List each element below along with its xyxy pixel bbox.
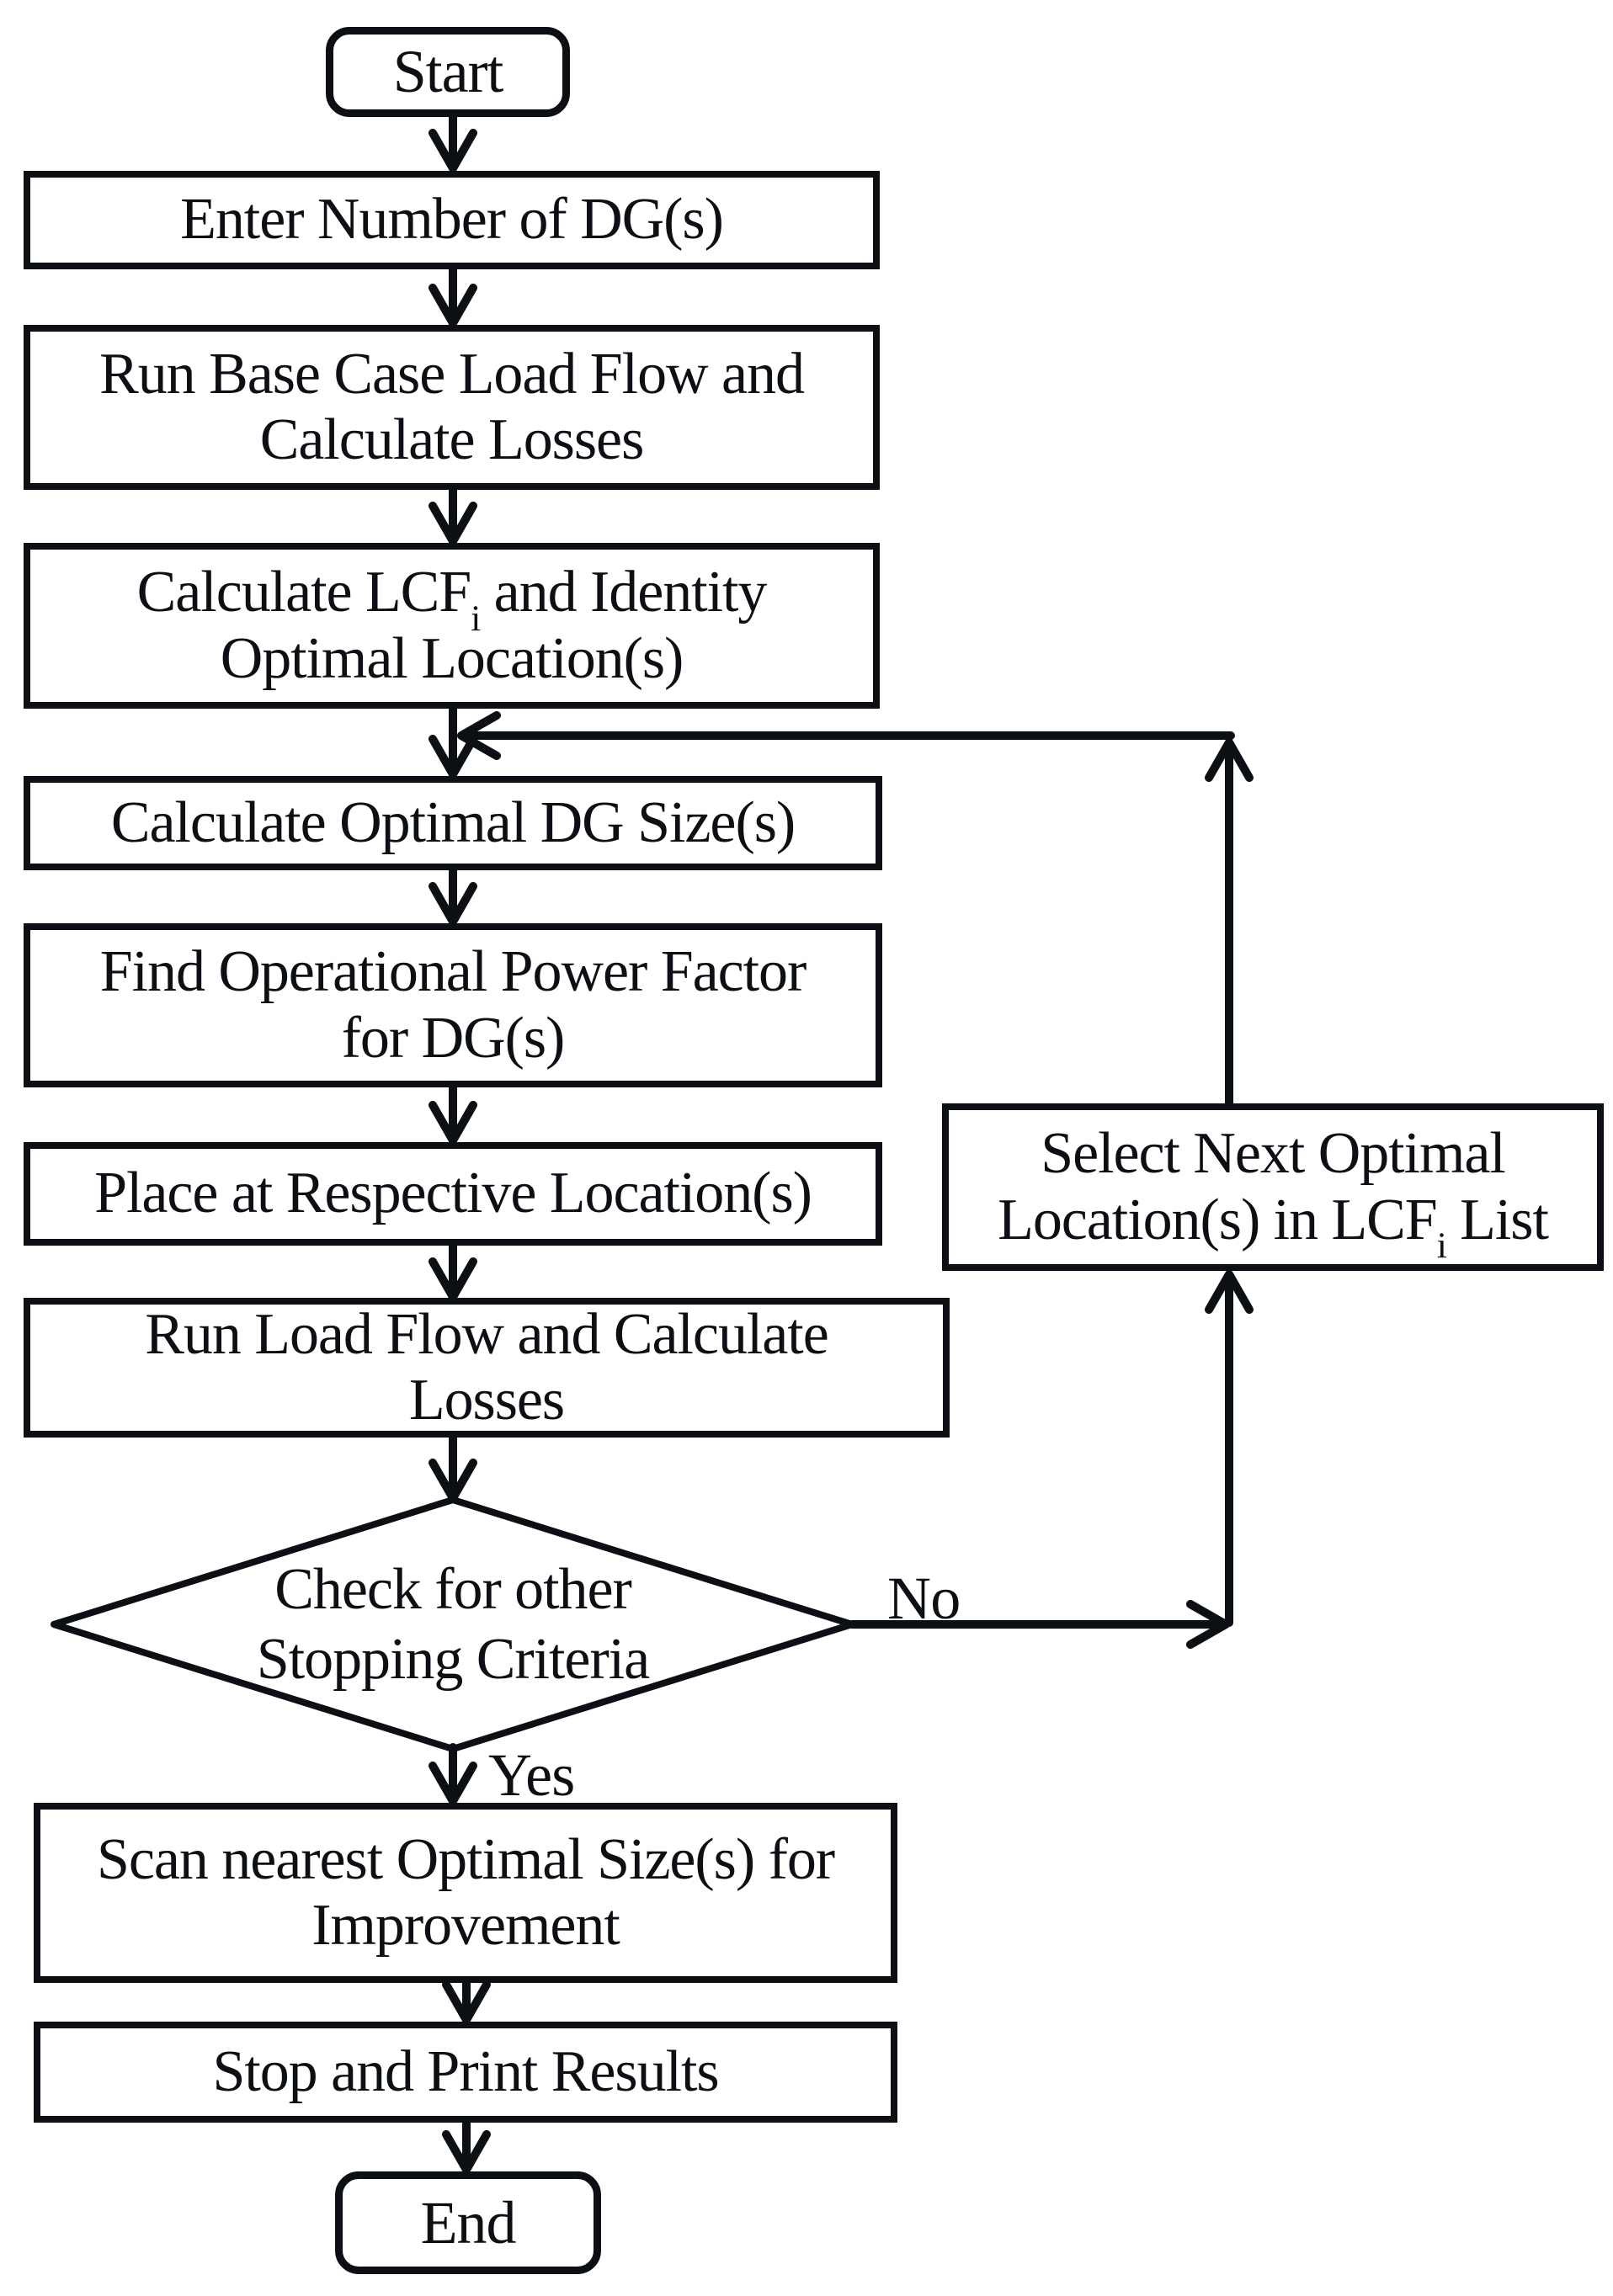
node-run-base-case-load-flow: Run Base Case Load Flow and Calculate Lo… [24,325,880,490]
arrow-no-up-to-select [1205,1270,1254,1627]
node-end-label: End [420,2188,517,2256]
node-run-base-case-load-flow-line1: Run Base Case Load Flow and [99,341,805,407]
arrow-enter-to-base [429,262,477,327]
arrow-decision-yes-to-scan [429,1743,477,1805]
node-stop-and-print-results-label: Stop and Print Results [212,2038,719,2104]
node-calculate-lcf-identity-locations: Calculate LCFi and Identity Optimal Loca… [24,543,880,709]
node-calculate-lcf-line2: Optimal Location(s) [220,625,684,691]
node-decision-check-stopping-criteria: Check for other Stopping Criteria [133,1553,773,1698]
arrow-feedback-left-to-main [457,711,1235,760]
arrow-pf-to-place [429,1080,477,1145]
arrow-start-to-enter [429,113,477,173]
select-line2-pre: Location(s) in LCF [998,1187,1438,1252]
node-run-load-flow-calculate-losses: Run Load Flow and Calculate Losses [24,1298,950,1438]
node-calculate-lcf-line1: Calculate LCFi and Identity [136,560,768,636]
node-start-label: Start [392,38,504,106]
node-select-next-optimal-location: Select Next Optimal Location(s) in LCFi … [942,1103,1604,1271]
arrow-flow-to-decision [429,1433,477,1502]
node-calculate-optimal-dg-sizes-label: Calculate Optimal DG Size(s) [110,789,796,855]
branch-label-yes: Yes [488,1741,575,1809]
lcf-line1-subscript: i [471,598,481,639]
node-calculate-optimal-dg-sizes: Calculate Optimal DG Size(s) [24,776,882,870]
node-enter-number-of-dgs: Enter Number of DG(s) [24,171,880,269]
arrow-stop-to-end [442,2115,491,2174]
node-run-base-case-load-flow-line2: Calculate Losses [259,407,645,472]
arrow-place-to-flow [429,1238,477,1301]
lcf-line1-pre: Calculate LCF [136,560,472,625]
node-scan-nearest-optimal-sizes: Scan nearest Optimal Size(s) for Improve… [34,1803,897,1983]
node-run-load-flow-line1: Run Load Flow and Calculate [145,1301,829,1367]
branch-label-no: No [887,1565,961,1632]
decision-line1: Check for other [274,1557,632,1623]
node-find-operational-power-factor-line2: for DG(s) [341,1005,566,1071]
node-place-at-respective-locations-label: Place at Respective Location(s) [94,1161,812,1226]
node-place-at-respective-locations: Place at Respective Location(s) [24,1142,882,1246]
node-scan-line1: Scan nearest Optimal Size(s) for [96,1826,835,1892]
select-line2-post: List [1445,1187,1549,1252]
node-start: Start [326,27,570,117]
node-enter-number-of-dgs-label: Enter Number of DG(s) [180,187,724,252]
node-end: End [335,2171,601,2274]
node-find-operational-power-factor-line1: Find Operational Power Factor [99,939,807,1005]
node-stop-and-print-results: Stop and Print Results [34,2022,897,2123]
arrow-size-to-pf [429,863,477,926]
node-select-next-line1: Select Next Optimal [1041,1121,1506,1187]
node-find-operational-power-factor: Find Operational Power Factor for DG(s) [24,923,882,1087]
decision-line2: Stopping Criteria [256,1627,650,1692]
node-scan-line2: Improvement [311,1893,620,1958]
lcf-line1-post: and Identity [480,560,768,625]
node-run-load-flow-line2: Losses [408,1368,565,1432]
arrow-base-to-lcf [429,482,477,545]
select-line2-subscript: i [1436,1225,1447,1267]
arrow-lcf-to-size [429,703,477,779]
node-select-next-line2: Location(s) in LCFi List [998,1187,1549,1264]
arrow-scan-to-stop [442,1975,491,2024]
arrow-select-up-feedback [1205,738,1254,1108]
